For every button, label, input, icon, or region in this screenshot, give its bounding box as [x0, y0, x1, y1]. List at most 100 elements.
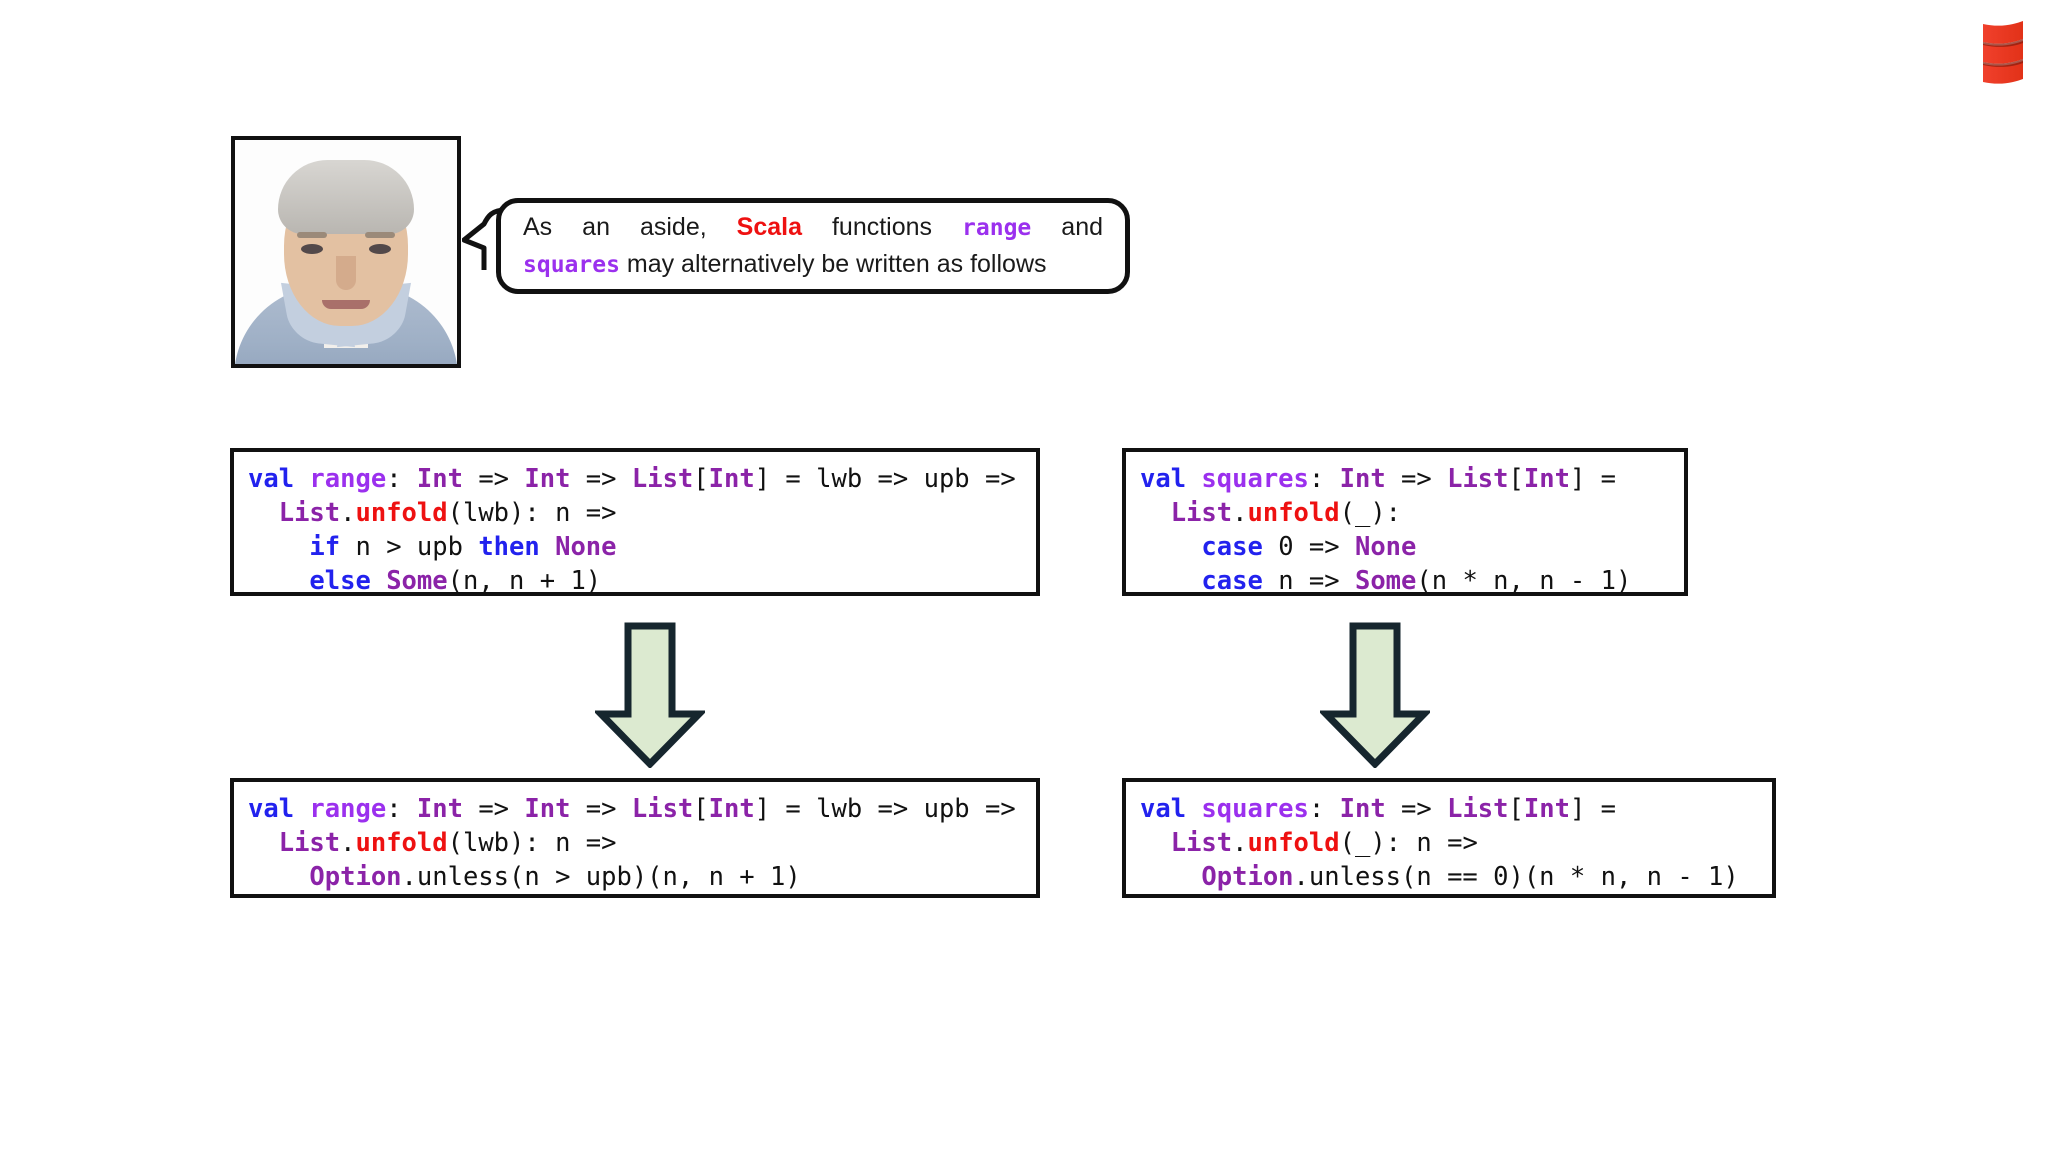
code-token: List — [1447, 794, 1509, 824]
code-token: unfold — [355, 828, 448, 858]
transform-arrow-right — [1317, 622, 1433, 770]
code-token: ] = lwb => upb => — [754, 464, 1016, 494]
code-token: [ — [1508, 464, 1524, 494]
code-token: Int — [708, 794, 755, 824]
speech-line-1: As an aside, Scala functions range and — [523, 209, 1103, 246]
speech-text-rest: may alternatively be written as follows — [619, 250, 1047, 278]
code-block-range-original: val range: Int => Int => List[Int] = lwb… — [230, 448, 1040, 596]
code-token: List — [1170, 498, 1233, 528]
code-line: List.unfold(_): — [1140, 498, 1401, 528]
code-line: val squares: Int => List[Int] = — [1140, 794, 1616, 824]
code-token: n => — [1262, 566, 1355, 596]
speech-bubble: As an aside, Scala functions range and s… — [496, 198, 1130, 294]
code-token: Int — [1523, 464, 1570, 494]
code-token: . — [1232, 498, 1248, 528]
code-token: (n, n + 1) — [447, 566, 602, 596]
code-token: None — [1354, 532, 1417, 562]
code-line: Option.unless(n == 0)(n * n, n - 1) — [1140, 862, 1739, 892]
code-token: List — [631, 464, 694, 494]
code-token: Int — [1339, 794, 1386, 824]
code-token: => — [570, 794, 632, 824]
code-token: case — [1201, 566, 1263, 596]
code-token: else — [309, 566, 371, 596]
code-token: => — [1385, 794, 1448, 824]
code-line: case 0 => None — [1140, 532, 1416, 562]
code-line: else Some(n, n + 1) — [248, 566, 601, 596]
code-token: unfold — [355, 498, 448, 528]
code-token: => — [462, 464, 525, 494]
code-token: : — [1308, 794, 1340, 824]
code-token: Int — [708, 464, 755, 494]
code-token — [248, 828, 279, 858]
code-token — [248, 532, 309, 562]
code-token: [ — [1508, 794, 1524, 824]
code-line: List.unfold(lwb): n => — [248, 498, 617, 528]
speech-text-post: and — [1031, 213, 1103, 241]
code-token — [248, 498, 279, 528]
code-token — [371, 566, 386, 596]
code-token: Option — [309, 862, 402, 892]
code-token — [294, 464, 309, 494]
code-token — [248, 862, 309, 892]
code-token: ] = lwb => upb => — [754, 794, 1016, 824]
code-token — [1186, 464, 1201, 494]
code-token: List — [278, 828, 341, 858]
code-line: List.unfold(_): n => — [1140, 828, 1478, 858]
code-token — [248, 566, 309, 596]
code-token: None — [555, 532, 617, 562]
code-token: range — [309, 794, 387, 824]
code-token: => — [570, 464, 632, 494]
code-token: List — [1447, 464, 1509, 494]
code-block-squares-rewritten: val squares: Int => List[Int] = List.unf… — [1122, 778, 1776, 898]
code-token: 0 => — [1262, 532, 1355, 562]
speech-keyword-scala: Scala — [736, 213, 802, 241]
code-token: Option — [1201, 862, 1294, 892]
scala-logo — [1975, 18, 2031, 90]
code-token: List — [278, 498, 341, 528]
code-line: List.unfold(lwb): n => — [248, 828, 617, 858]
code-token: Some — [386, 566, 448, 596]
code-token: . — [340, 828, 356, 858]
code-token: . — [340, 498, 356, 528]
code-token: unfold — [1247, 498, 1340, 528]
code-token: squares — [1201, 794, 1309, 824]
code-line: val range: Int => Int => List[Int] = lwb… — [248, 794, 1016, 824]
code-token: ] = — [1569, 464, 1616, 494]
code-token: Int — [1339, 464, 1386, 494]
code-block-squares-original: val squares: Int => List[Int] = List.unf… — [1122, 448, 1688, 596]
code-token: .unless(n == 0)(n * n, n - 1) — [1293, 862, 1739, 892]
code-token — [1140, 828, 1171, 858]
code-token: : — [386, 794, 417, 824]
code-token: => — [1385, 464, 1448, 494]
code-token: : — [386, 464, 417, 494]
code-token — [1140, 498, 1171, 528]
code-token: : — [1308, 464, 1340, 494]
code-line: case n => Some(n * n, n - 1) — [1140, 566, 1631, 596]
code-token: (n * n, n - 1) — [1416, 566, 1632, 596]
code-line: Option.unless(n > upb)(n, n + 1) — [248, 862, 800, 892]
code-token — [1140, 566, 1201, 596]
code-line: val squares: Int => List[Int] = — [1140, 464, 1616, 494]
code-token: List — [631, 794, 694, 824]
code-token: then — [478, 532, 540, 562]
code-token: . — [1232, 828, 1248, 858]
portrait-image — [235, 140, 457, 364]
code-token: [ — [693, 794, 709, 824]
speech-ident-range: range — [962, 215, 1032, 241]
code-token — [1186, 794, 1201, 824]
code-token: ] = — [1569, 794, 1616, 824]
code-token: [ — [693, 464, 709, 494]
code-token: List — [1170, 828, 1233, 858]
transform-arrow-left — [592, 622, 708, 770]
code-token: Int — [524, 794, 571, 824]
code-token: Int — [416, 464, 463, 494]
code-token: unfold — [1247, 828, 1340, 858]
code-token — [540, 532, 555, 562]
code-block-range-rewritten: val range: Int => Int => List[Int] = lwb… — [230, 778, 1040, 898]
code-token: val — [248, 464, 295, 494]
speech-ident-squares: squares — [523, 252, 620, 278]
code-token: range — [309, 464, 387, 494]
code-token: (lwb): n => — [447, 498, 617, 528]
code-token — [294, 794, 309, 824]
code-token: Int — [524, 464, 571, 494]
